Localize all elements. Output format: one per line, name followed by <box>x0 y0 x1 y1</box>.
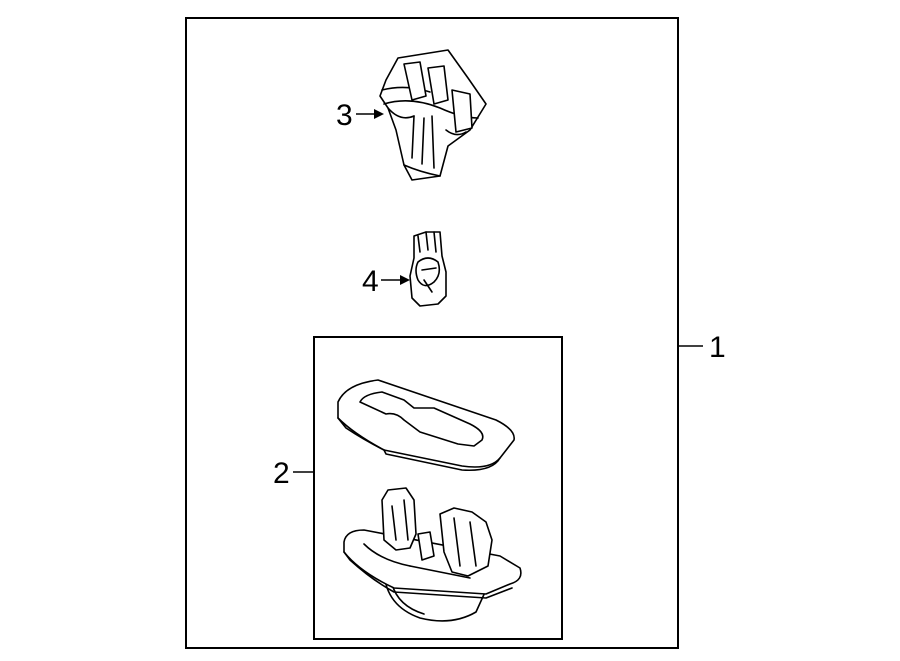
callout-housing-group: 2 <box>273 457 290 490</box>
leader-bulb <box>381 275 410 285</box>
callout-bulb: 4 <box>362 265 379 298</box>
housing-group-frame <box>313 336 563 640</box>
callout-assembly: 1 <box>709 331 726 364</box>
lamp-housing-part <box>343 487 522 622</box>
gasket-part <box>337 379 515 472</box>
leader-socket <box>356 109 384 119</box>
socket-part <box>379 49 487 181</box>
bulb-part <box>409 231 447 307</box>
callout-socket: 3 <box>336 99 353 132</box>
assembly-frame <box>185 17 679 649</box>
